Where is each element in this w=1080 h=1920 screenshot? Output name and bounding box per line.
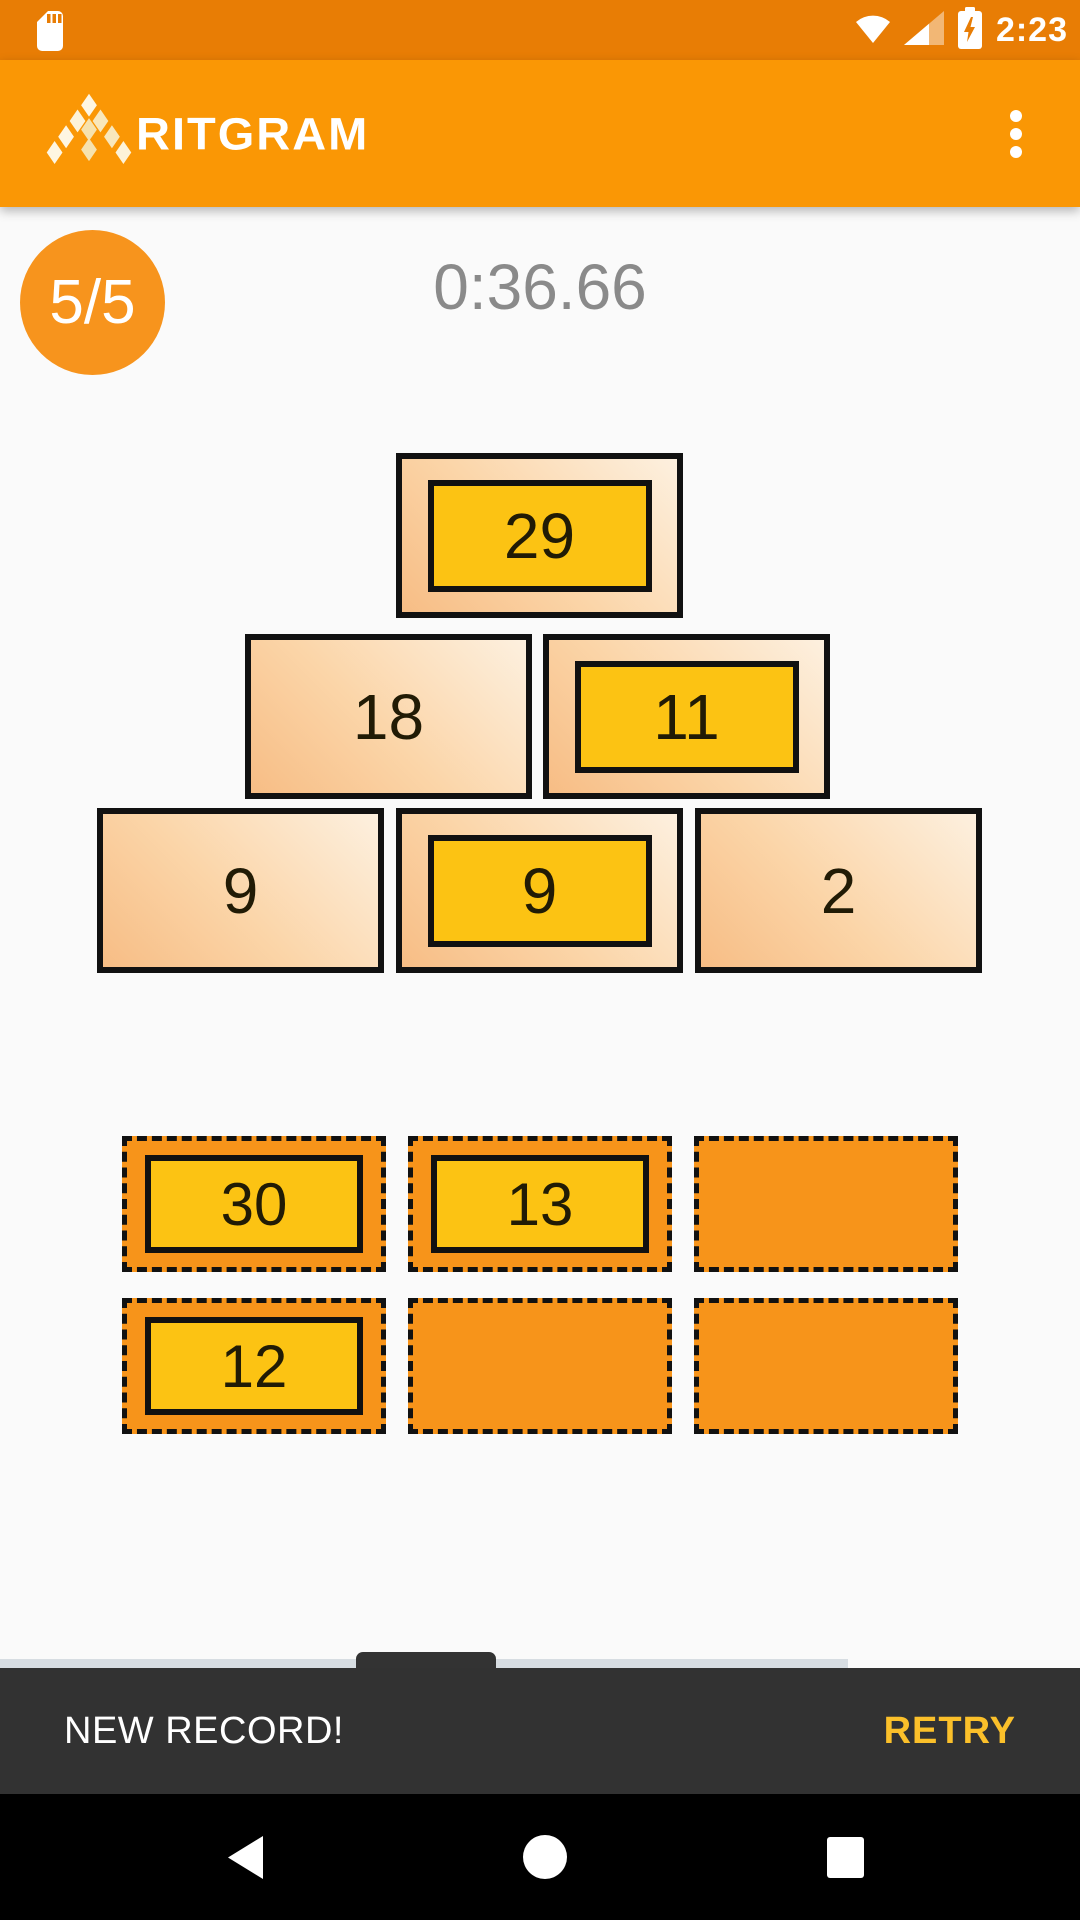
snackbar: NEW RECORD! RETRY bbox=[0, 1668, 1080, 1794]
retry-button[interactable]: RETRY bbox=[883, 1709, 1016, 1752]
tile-value: 29 bbox=[503, 499, 576, 572]
tile-value: 12 bbox=[220, 1332, 288, 1400]
app-logo: RITGRAM bbox=[46, 93, 369, 174]
pyramid-block-r2c0[interactable]: 9 bbox=[97, 808, 384, 973]
block-value: 18 bbox=[352, 680, 425, 753]
back-icon[interactable] bbox=[185, 1794, 305, 1920]
wifi-icon bbox=[854, 12, 892, 49]
placed-tile[interactable]: 29 bbox=[427, 479, 652, 592]
tray-slot-r0c2-empty[interactable] bbox=[694, 1136, 958, 1272]
snackbar-message: NEW RECORD! bbox=[64, 1709, 344, 1752]
timer-text: 0:36.66 bbox=[433, 251, 647, 323]
pyramid-block-r1c0[interactable]: 18 bbox=[245, 634, 532, 799]
tray-slot-r1c2-empty[interactable] bbox=[694, 1298, 958, 1434]
recents-icon[interactable] bbox=[785, 1794, 905, 1920]
tray-tile[interactable]: 30 bbox=[145, 1155, 363, 1253]
pyramid-block-r2c1[interactable]: 9 bbox=[396, 808, 683, 973]
scrollbar-handle[interactable] bbox=[356, 1652, 496, 1669]
app-title: RITGRAM bbox=[136, 108, 370, 159]
block-value: 9 bbox=[222, 854, 259, 927]
tray-slot-r0c1[interactable]: 13 bbox=[408, 1136, 672, 1272]
placed-tile[interactable]: 11 bbox=[574, 660, 799, 773]
placed-tile[interactable]: 9 bbox=[427, 834, 652, 947]
navigation-bar bbox=[0, 1794, 1080, 1920]
home-icon[interactable] bbox=[485, 1794, 605, 1920]
diamond-a-logo bbox=[46, 93, 132, 174]
tray-slot-r1c0[interactable]: 12 bbox=[122, 1298, 386, 1434]
tile-value: 13 bbox=[506, 1170, 574, 1238]
tray-tile[interactable]: 13 bbox=[431, 1155, 649, 1253]
pyramid-block-r1c1[interactable]: 11 bbox=[543, 634, 830, 799]
status-time: 2:23 bbox=[995, 10, 1068, 49]
tile-value: 30 bbox=[220, 1170, 288, 1238]
score-badge: 5/5 bbox=[20, 230, 165, 375]
app-bar: RITGRAM bbox=[0, 60, 1080, 207]
battery-charging-icon bbox=[956, 6, 984, 54]
signal-icon bbox=[903, 10, 944, 50]
sd-card-icon bbox=[30, 10, 64, 57]
pyramid-block-r2c2[interactable]: 2 bbox=[695, 808, 982, 973]
tray-slot-r0c0[interactable]: 30 bbox=[122, 1136, 386, 1272]
pyramid-block-r0c0[interactable]: 29 bbox=[396, 453, 683, 618]
score-text: 5/5 bbox=[49, 268, 136, 337]
tray-slot-r1c1-empty[interactable] bbox=[408, 1298, 672, 1434]
status-bar: 2:23 bbox=[0, 0, 1080, 60]
tile-value: 9 bbox=[521, 854, 558, 927]
tile-value: 11 bbox=[653, 680, 720, 753]
overflow-menu-icon[interactable] bbox=[996, 60, 1036, 207]
tray-tile[interactable]: 12 bbox=[145, 1317, 363, 1415]
block-value: 2 bbox=[820, 854, 857, 927]
